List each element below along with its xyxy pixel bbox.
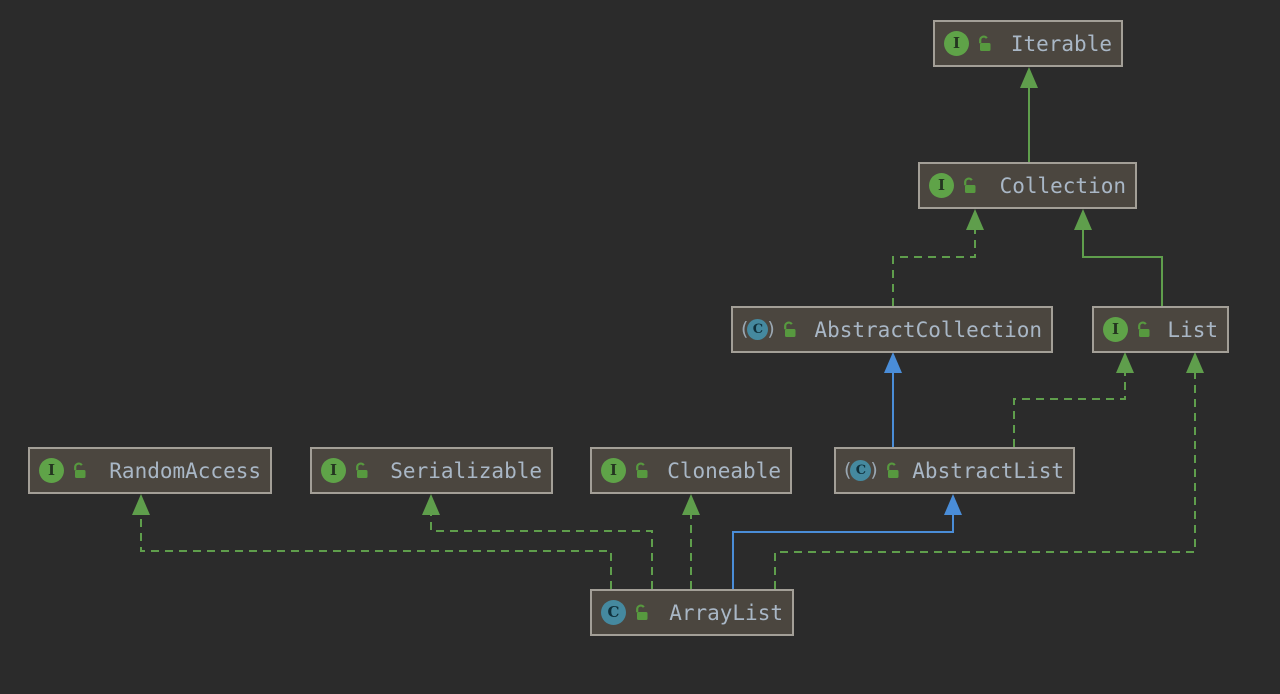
arrowhead-abstract-collection-to-collection [966, 209, 984, 230]
class-node-abstract-list[interactable]: ( C ) AbstractList [834, 447, 1075, 494]
class-name-label: AbstractList [912, 458, 1064, 483]
abstract-class-icon: ( C ) [741, 318, 775, 340]
unlocked-padlock-icon [885, 462, 900, 479]
abstract-paren-open: ( [741, 318, 749, 340]
edge-array-list-to-random-access-implements [140, 514, 612, 589]
edge-array-list-to-abstract-list-extends [732, 514, 954, 589]
unlocked-padlock-icon [977, 35, 992, 52]
abstract-paren-open: ( [844, 459, 852, 481]
class-node-random-access[interactable]: I RandomAccess [28, 447, 272, 494]
interface-icon-letter: I [944, 31, 969, 56]
unlocked-padlock-icon [782, 321, 797, 338]
class-node-list[interactable]: I List [1092, 306, 1229, 353]
interface-icon: I [1103, 317, 1128, 342]
class-name-label: Iterable [1010, 31, 1112, 56]
arrowhead-array-list-to-list [1186, 352, 1204, 373]
edge-abstract-collection-to-collection-implements [892, 229, 976, 306]
interface-icon: I [944, 31, 969, 56]
interface-icon-letter: I [321, 458, 346, 483]
arrowhead-array-list-to-cloneable [682, 494, 700, 515]
class-icon-letter: C [601, 600, 626, 625]
interface-icon-letter: I [39, 458, 64, 483]
interface-icon: I [39, 458, 64, 483]
class-icon-letter: C [747, 319, 769, 340]
class-node-cloneable[interactable]: I Cloneable [590, 447, 792, 494]
arrowhead-abstract-list-to-list [1116, 352, 1134, 373]
arrowhead-abstract-list-to-abstract-collection [884, 352, 902, 373]
class-name-label: RandomAccess [109, 458, 261, 483]
arrowhead-collection-to-iterable [1020, 67, 1038, 88]
interface-icon: I [321, 458, 346, 483]
interface-icon-letter: I [601, 458, 626, 483]
unlocked-padlock-icon [1136, 321, 1151, 338]
edge-list-to-collection-extends [1082, 229, 1163, 306]
interface-icon-letter: I [1103, 317, 1128, 342]
interface-icon: I [929, 173, 954, 198]
edge-array-list-to-list-implements [774, 372, 1196, 589]
class-name-label: ArrayList [669, 600, 783, 625]
abstract-paren-close: ) [870, 459, 878, 481]
interface-icon: I [601, 458, 626, 483]
class-node-iterable[interactable]: I Iterable [933, 20, 1123, 67]
edge-abstract-list-to-list-implements [1013, 372, 1126, 447]
class-node-array-list[interactable]: C ArrayList [590, 589, 794, 636]
unlocked-padlock-icon [72, 462, 87, 479]
arrowhead-array-list-to-serializable [422, 494, 440, 515]
class-icon-letter: C [850, 460, 872, 481]
unlocked-padlock-icon [634, 604, 649, 621]
class-node-serializable[interactable]: I Serializable [310, 447, 553, 494]
class-node-abstract-collection[interactable]: ( C ) AbstractCollection [731, 306, 1053, 353]
unlocked-padlock-icon [354, 462, 369, 479]
class-node-collection[interactable]: I Collection [918, 162, 1137, 209]
arrowhead-array-list-to-random-access [132, 494, 150, 515]
class-name-label: Cloneable [667, 458, 781, 483]
class-name-label: List [1167, 317, 1218, 342]
class-name-label: Collection [999, 173, 1126, 198]
unlocked-padlock-icon [962, 177, 977, 194]
edge-array-list-to-serializable-implements [430, 514, 653, 589]
class-name-label: Serializable [390, 458, 542, 483]
unlocked-padlock-icon [634, 462, 649, 479]
abstract-paren-close: ) [767, 318, 775, 340]
arrowhead-list-to-collection [1074, 209, 1092, 230]
arrowhead-array-list-to-abstract-list [944, 494, 962, 515]
class-name-label: AbstractCollection [814, 317, 1042, 342]
interface-icon-letter: I [929, 173, 954, 198]
class-icon: C [601, 600, 626, 625]
abstract-class-icon: ( C ) [844, 459, 878, 481]
